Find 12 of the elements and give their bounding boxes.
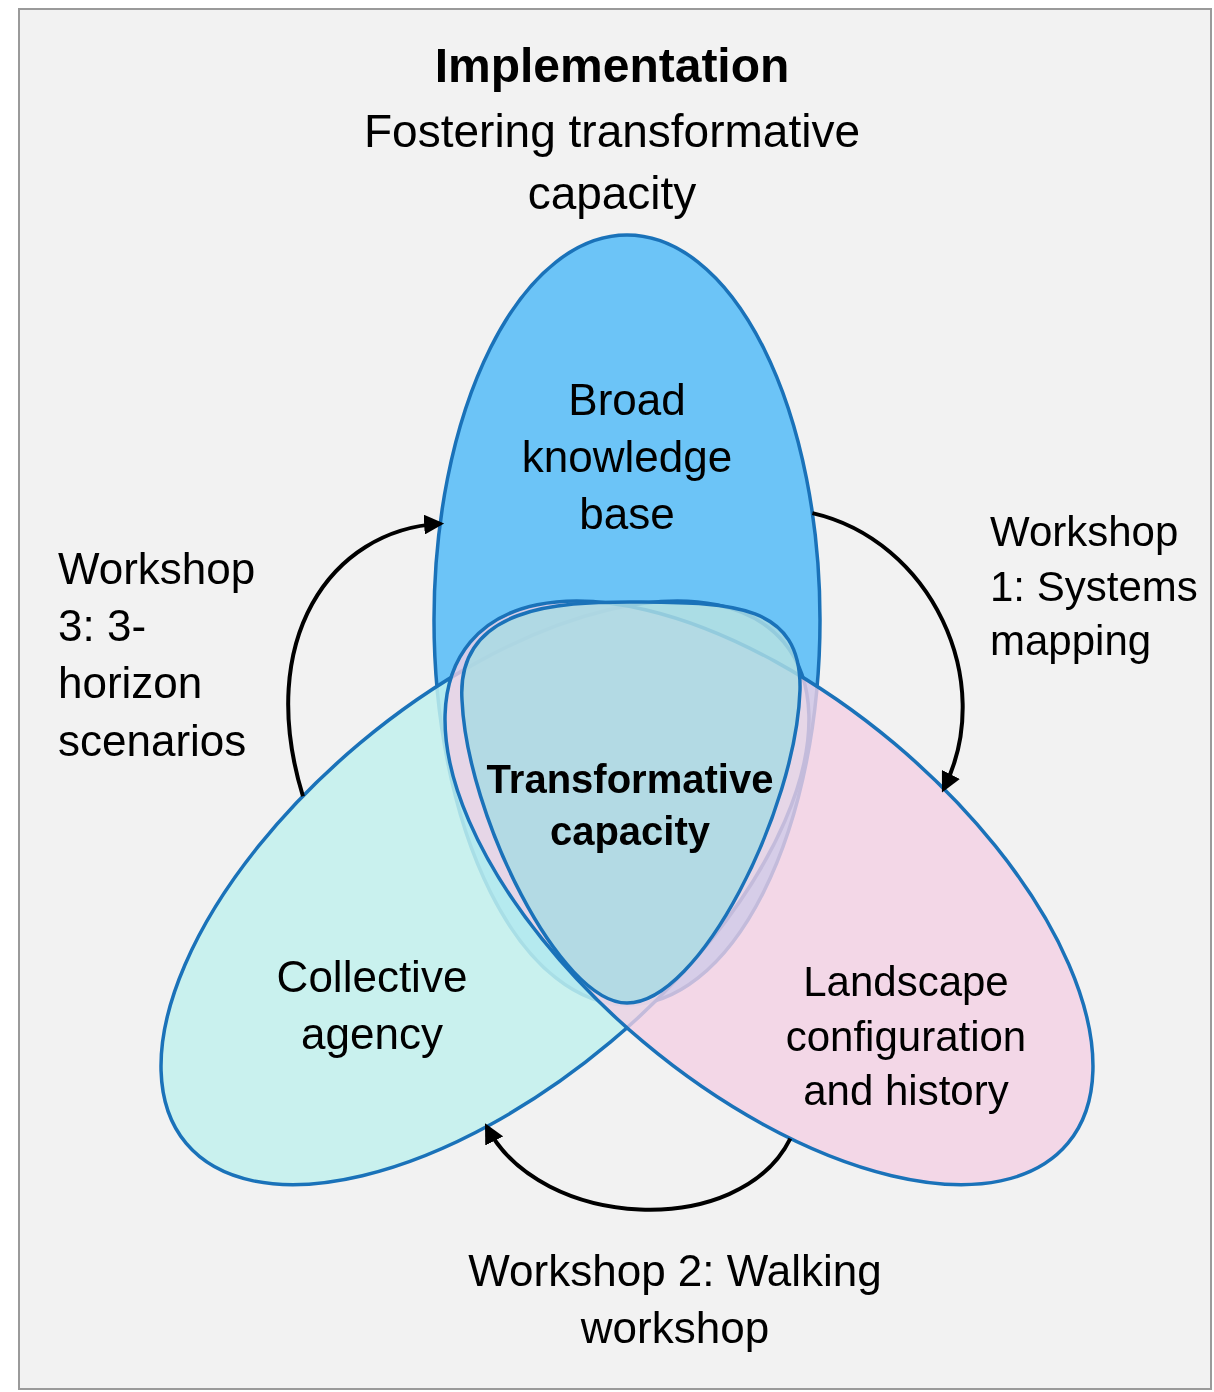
subtitle: Fostering transformative capacity [363, 104, 861, 222]
node-label: Collective agency [275, 951, 469, 1061]
curved-arrow [811, 511, 965, 793]
curved-arrow [484, 1123, 792, 1212]
edge-label: Workshop 3: 3-horizon scenarios [58, 543, 257, 767]
node-label: Broad knowledge base [520, 374, 734, 541]
title: Implementation [433, 38, 791, 94]
edge-label: Workshop 2: Walking workshop [467, 1245, 883, 1355]
curved-arrow [286, 515, 445, 797]
node-label: Transformative capacity [485, 756, 775, 855]
node-label: Landscape configuration and history [784, 957, 1028, 1117]
edge-label: Workshop 1: Systems mapping [990, 507, 1199, 667]
